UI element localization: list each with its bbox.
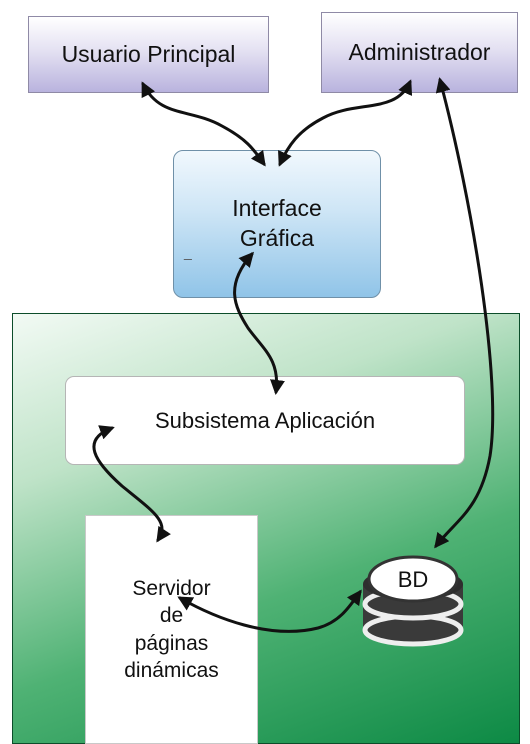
- user-actor-label: Usuario Principal: [61, 41, 236, 67]
- arrow-user-to-interface: [141, 81, 266, 167]
- web-server-label-line3: páginas: [134, 631, 209, 655]
- arrow-admin-to-database: [434, 77, 495, 549]
- web-server-label-line2: de: [159, 604, 184, 628]
- arrow-subsystem-to-web-server: [92, 425, 171, 543]
- arrow-web-server-to-database: [177, 589, 362, 633]
- subsystem-label: Subsistema Aplicación: [154, 407, 376, 433]
- dynamic-pages-server-box[interactable]: Servidor de páginas dinámicas: [85, 515, 258, 744]
- user-actor-box[interactable]: Usuario Principal: [28, 16, 269, 93]
- database-label: BD: [398, 567, 429, 592]
- admin-actor-label: Administrador: [348, 39, 491, 65]
- arrow-admin-to-interface: [278, 79, 413, 167]
- database-cylinder[interactable]: BD: [362, 555, 464, 647]
- web-server-label-line4: dinámicas: [124, 658, 219, 682]
- interface-label-line1: Interface: [232, 195, 322, 222]
- interface-mark: _: [184, 244, 192, 260]
- interface-label-line2: Gráfica: [239, 225, 315, 251]
- arrow-interface-to-subsystem: [233, 251, 285, 395]
